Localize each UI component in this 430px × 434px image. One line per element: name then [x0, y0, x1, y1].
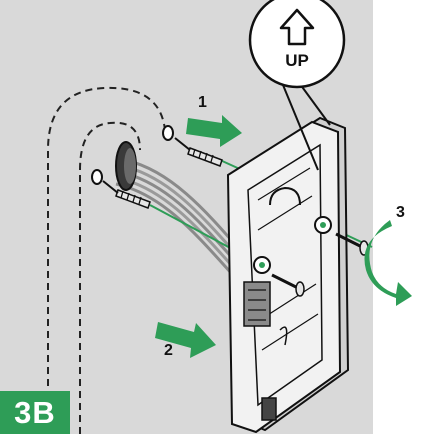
- up-arrow-icon: [279, 8, 315, 46]
- mounting-plate: [226, 116, 350, 434]
- arrow-step-2: [155, 322, 216, 358]
- step-3-label: 3: [396, 204, 405, 221]
- plug-hole-bottom: [91, 169, 103, 185]
- figure-badge: 3B: [0, 391, 70, 434]
- wall-hole: [115, 141, 137, 191]
- wall-plug-top: [174, 137, 223, 167]
- screw-left: [271, 273, 305, 297]
- step-1-label: 1: [198, 94, 207, 111]
- conduit-dashed-inner: [47, 86, 166, 434]
- step-2-label: 2: [164, 342, 173, 359]
- up-label: UP: [285, 51, 309, 70]
- conduit-dashed-outer: [79, 121, 141, 434]
- up-callout: UP: [248, 0, 346, 171]
- wall-plug-bottom: [102, 180, 151, 209]
- plug-hole-top: [162, 125, 174, 141]
- arrow-step-3-rotate: [364, 220, 412, 306]
- arrow-step-1: [186, 115, 242, 147]
